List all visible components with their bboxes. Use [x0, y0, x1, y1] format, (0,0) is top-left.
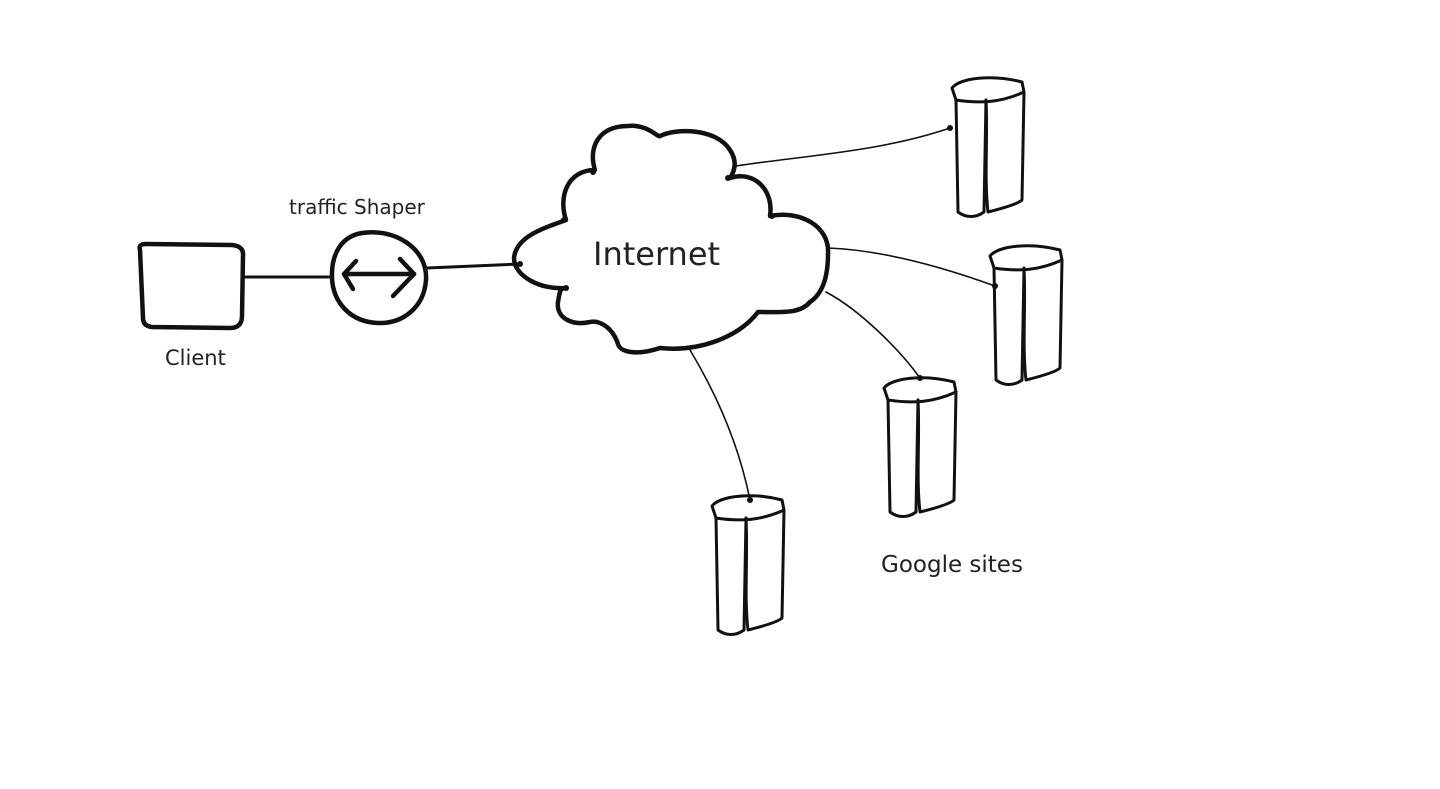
- shaper-internet-link: [425, 262, 522, 270]
- server-icon: [950, 76, 1026, 218]
- traffic-shaper-icon: [329, 229, 429, 326]
- internet-cloud-icon: [511, 123, 831, 355]
- server-icon: [882, 376, 958, 518]
- internet-label: Internet: [593, 235, 720, 273]
- servers-label: Google sites: [881, 552, 1023, 578]
- client-label: Client: [165, 346, 226, 370]
- shaper-label: traffic Shaper: [289, 195, 426, 219]
- client-box-icon: [137, 241, 246, 331]
- link-server-4: [689, 349, 751, 501]
- link-server-3: [825, 291, 921, 379]
- link-server-2: [827, 247, 996, 287]
- link-server-1: [735, 127, 951, 167]
- server-icon: [988, 244, 1064, 386]
- server-icon: [710, 494, 786, 636]
